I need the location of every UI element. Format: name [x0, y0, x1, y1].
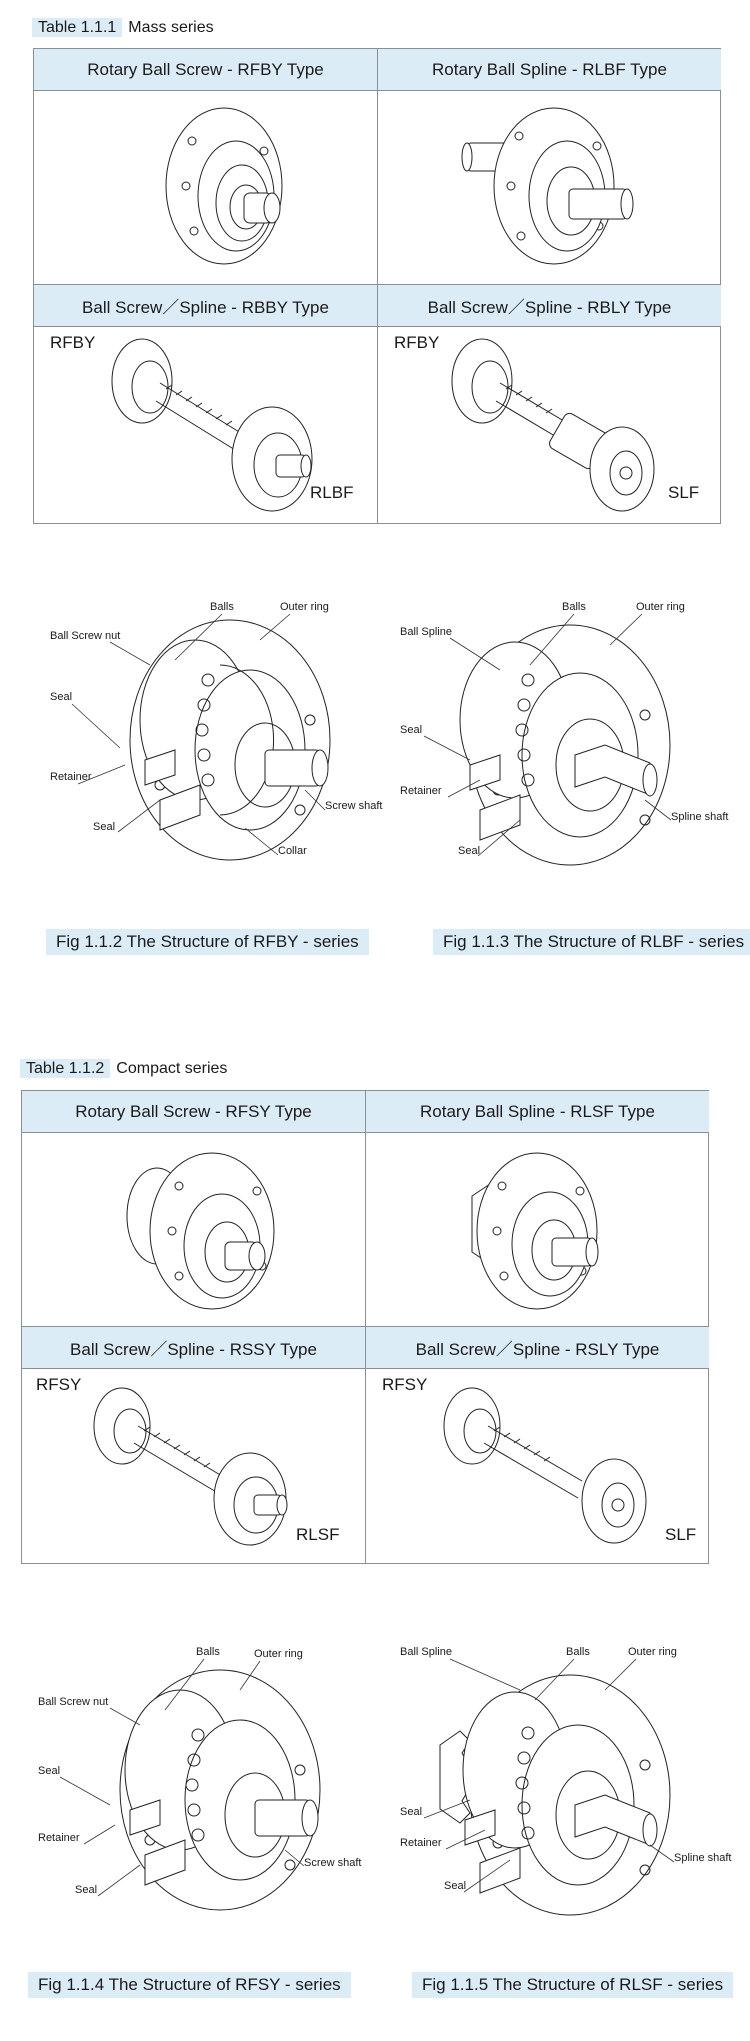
fig2-seal-top-label: Seal — [50, 691, 73, 703]
fig4-outer-ring-label: Outer ring — [254, 1648, 303, 1660]
fig3-balls-label: Balls — [562, 601, 586, 613]
rlbf-product-drawing — [461, 107, 634, 265]
fig4-nut-label: Ball Screw nut — [38, 1696, 109, 1708]
table-2-number: Table 1.1.2 — [20, 1059, 111, 1078]
fig4-retainer-label: Retainer — [38, 1832, 80, 1844]
fig3-seal-top-label: Seal — [400, 724, 423, 736]
rssy-spline-tag: RLSF — [296, 1525, 340, 1544]
rfby-type-header: Rotary Ball Screw - RFBY Type — [34, 49, 377, 91]
rbly-type-header: Ball Screw／Spline - RBLY Type — [378, 285, 721, 327]
rbly-spline-tag: SLF — [668, 483, 700, 502]
rlsf-product-drawing — [471, 1152, 599, 1310]
fig4-seal-bottom-label: Seal — [75, 1884, 98, 1896]
table-1-caption: Table 1.1.1 Mass series — [32, 17, 214, 39]
rssy-nut-tag: RFSY — [36, 1375, 82, 1394]
fig2-retainer-label: Retainer — [50, 771, 92, 783]
rfby-product-drawing — [165, 107, 283, 265]
fig3-caption: Fig 1.1.3 The Structure of RLBF - series — [433, 929, 750, 955]
fig5-balls-label: Balls — [566, 1646, 590, 1658]
fig5-seal-bottom-label: Seal — [444, 1880, 467, 1892]
rssy-type-header: Ball Screw／Spline - RSSY Type — [22, 1327, 365, 1369]
fig2-leader-lines — [71, 613, 326, 856]
rbly-product-drawing — [451, 338, 655, 512]
rbby-spline-tag: RLBF — [310, 483, 354, 502]
rsly-product-drawing — [443, 1387, 647, 1544]
fig2-outer-ring-label: Outer ring — [280, 601, 329, 613]
fig2-balls-label: Balls — [210, 601, 234, 613]
fig5-nut-label: Ball Spline — [400, 1646, 452, 1658]
fig2-shaft-label: Screw shaft — [325, 800, 383, 812]
fig3-nut-label: Ball Spline — [400, 626, 452, 638]
rlbf-type-header: Rotary Ball Spline - RLBF Type — [378, 49, 721, 91]
rbby-nut-tag: RFBY — [50, 333, 96, 352]
table-1-title: Mass series — [128, 19, 214, 36]
rlsf-structure-drawing — [439, 1674, 671, 1916]
fig2-nut-label: Ball Screw nut — [50, 630, 121, 642]
fig3-shaft-label: Spline shaft — [671, 811, 729, 823]
mass-series-table: Rotary Ball Screw - RFBY Type Rotary Bal… — [33, 48, 721, 524]
rfsy-structure-drawing — [119, 1669, 321, 1911]
rsly-spline-tag: SLF — [665, 1525, 697, 1544]
rlsf-type-header: Rotary Ball Spline - RLSF Type — [366, 1091, 709, 1133]
compact-series-table: Rotary Ball Screw - RFSY Type Rotary Bal… — [21, 1090, 709, 1564]
rbby-product-drawing — [111, 338, 313, 512]
fig2-seal-bottom-label: Seal — [93, 821, 116, 833]
fig5-retainer-label: Retainer — [400, 1837, 442, 1849]
fig5-caption: Fig 1.1.5 The Structure of RLSF - series — [412, 1972, 734, 1998]
fig2-caption: Fig 1.1.2 The Structure of RFBY - series — [46, 929, 369, 955]
fig3-retainer-label: Retainer — [400, 785, 442, 797]
table-2-title: Compact series — [116, 1060, 228, 1077]
table-2-caption: Table 1.1.2 Compact series — [20, 1058, 227, 1080]
fig4-balls-label: Balls — [196, 1646, 220, 1658]
table-1-number: Table 1.1.1 — [32, 18, 123, 37]
fig5-seal-top-label: Seal — [400, 1806, 423, 1818]
fig4-seal-top-label: Seal — [38, 1765, 61, 1777]
rlbf-structure-drawing — [459, 624, 671, 866]
fig4-caption: Fig 1.1.4 The Structure of RFSY - series — [28, 1972, 351, 1998]
rfsy-product-drawing — [126, 1152, 275, 1310]
rsly-type-header: Ball Screw／Spline - RSLY Type — [366, 1327, 709, 1369]
fig3-leader-lines — [423, 613, 672, 857]
rbly-nut-tag: RFBY — [394, 333, 440, 352]
fig3-seal-bottom-label: Seal — [458, 845, 481, 857]
fig3-outer-ring-label: Outer ring — [636, 601, 685, 613]
rbby-type-header: Ball Screw／Spline - RBBY Type — [34, 285, 377, 327]
rsly-nut-tag: RFSY — [382, 1375, 428, 1394]
rssy-product-drawing — [93, 1387, 288, 1546]
fig5-shaft-label: Spline shaft — [674, 1852, 732, 1864]
fig2-collar-label: Collar — [278, 845, 307, 857]
fig5-outer-ring-label: Outer ring — [628, 1646, 677, 1658]
fig4-shaft-label: Screw shaft — [304, 1857, 362, 1869]
rfsy-type-header: Rotary Ball Screw - RFSY Type — [22, 1091, 365, 1133]
rfby-structure-drawing — [129, 619, 331, 861]
